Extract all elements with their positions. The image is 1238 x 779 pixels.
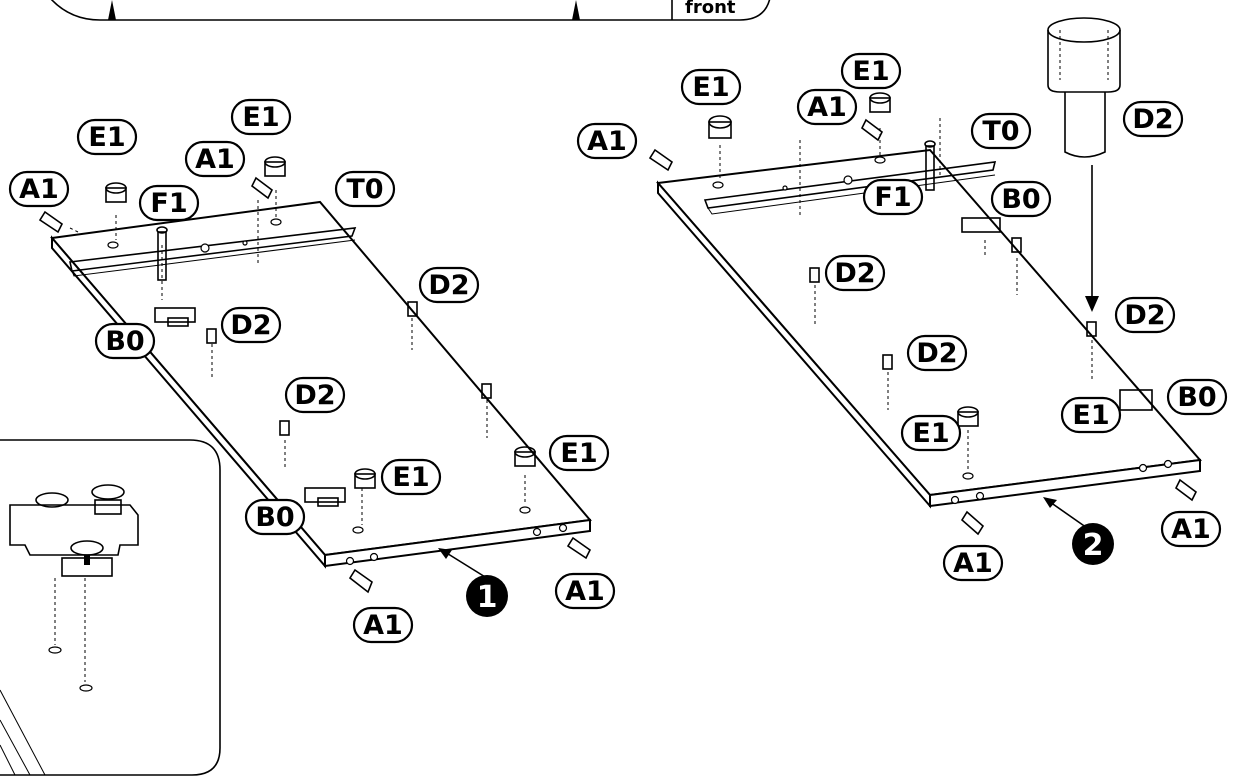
callout-label: E1 [392, 462, 429, 493]
callout-step1-labels-a1-bottom: A1 [352, 606, 414, 644]
step2-arrow [1043, 497, 1091, 531]
callout-label: A1 [807, 92, 847, 123]
callout-step1-labels-b0-bottom: B0 [244, 498, 306, 536]
front-label: front [685, 0, 736, 18]
callout-step2-labels-e1-center: E1 [900, 414, 962, 452]
callout-label: A1 [565, 576, 605, 607]
b0-clip-icon [154, 307, 346, 507]
callout-label: B0 [1177, 382, 1216, 413]
callout-label: B0 [105, 326, 144, 357]
callout-label: D2 [294, 380, 335, 411]
callout-label: A1 [1171, 514, 1211, 545]
t0-rail [69, 227, 357, 277]
callout-label: A1 [195, 144, 235, 175]
callout-label: E1 [242, 102, 279, 133]
cam-lock-detail-icon [9, 484, 139, 692]
callout-label: E1 [912, 418, 949, 449]
d2-dowel-icon-2 [809, 237, 1097, 370]
callout-step2-labels-t0: T0 [970, 112, 1032, 150]
callout-step2-labels-a1-right: A1 [1160, 510, 1222, 548]
callout-step1-labels-a1-top: A1 [8, 170, 70, 208]
callout-label: T0 [346, 174, 383, 205]
callout-step2-labels-e1-left: E1 [680, 68, 742, 106]
f1-screw-icon [156, 226, 168, 281]
callout-step2-labels-a1-bottom: A1 [942, 544, 1004, 582]
callout-label: E1 [692, 72, 729, 103]
callout-step2-labels-d2-mid: D2 [824, 254, 886, 292]
callout-step2-labels-b0-right: B0 [1166, 378, 1228, 416]
callout-step1-labels-d2-center: D2 [284, 376, 346, 414]
callout-step1-labels-f1: F1 [138, 184, 200, 222]
d2-large-dowel-icon [1047, 17, 1121, 158]
detail-inset [0, 439, 221, 776]
callout-step1-labels-a1-right: A1 [554, 572, 616, 610]
callout-step2-labels-d2-right: D2 [1114, 296, 1176, 334]
callout-step1-labels-e1-top: E1 [76, 118, 138, 156]
callout-label: D2 [834, 258, 875, 289]
callout-step1-labels-e1-mid: E1 [230, 98, 292, 136]
callout-step1-labels-a1-mid: A1 [184, 140, 246, 178]
callout-label: F1 [150, 188, 187, 219]
callout-label: A1 [953, 548, 993, 579]
callout-label: T0 [982, 116, 1019, 147]
callout-step1-labels-d2-left: D2 [220, 306, 282, 344]
callout-label: D2 [916, 338, 957, 369]
callout-step1-labels-b0-top: B0 [94, 322, 156, 360]
b0-clip-icon-2 [961, 217, 1153, 411]
callout-label: E1 [88, 122, 125, 153]
a1-bolt-icon-2 [648, 118, 1198, 536]
callout-step1-labels-e1-bottom: E1 [380, 458, 442, 496]
step1-arrow [438, 548, 491, 581]
callout-label: B0 [255, 502, 294, 533]
callout-step1-labels-t0: T0 [334, 170, 396, 208]
callout-label: B0 [1001, 184, 1040, 215]
svg-text:2: 2 [1083, 528, 1104, 563]
f1-screw-icon-2 [924, 140, 936, 191]
callout-step2-labels-a1-mid: A1 [796, 88, 858, 126]
a1-bolt-icon [38, 176, 592, 594]
callout-step2-labels-e1-right: E1 [1060, 396, 1122, 434]
callout-step2-labels-f1: F1 [862, 178, 924, 216]
callout-step2-labels-d2-center: D2 [906, 334, 968, 372]
callout-label: D2 [1124, 300, 1165, 331]
callout-step2-labels-e1-top: E1 [840, 52, 902, 90]
callout-label: E1 [852, 56, 889, 87]
callout-step1-labels-e1-right: E1 [548, 434, 610, 472]
d2-dowel-icon [206, 301, 492, 436]
callout-label: F1 [874, 182, 911, 213]
header-box: front [50, 0, 771, 21]
step1-marker: 1 [466, 575, 508, 617]
callout-label: D2 [230, 310, 271, 341]
svg-text:1: 1 [477, 580, 498, 615]
callout-label: D2 [1132, 104, 1173, 135]
e1-cam-icon [105, 156, 536, 489]
callout-step1-labels-d2-right: D2 [418, 266, 480, 304]
callout-step2-labels-a1-left: A1 [576, 122, 638, 160]
e1-cam-icon-2 [708, 92, 979, 427]
callout-label: A1 [363, 610, 403, 641]
callout-step2-labels-b0-top: B0 [990, 180, 1052, 218]
callout-label: E1 [560, 438, 597, 469]
step2-marker: 2 [1072, 523, 1114, 565]
callout-label: D2 [428, 270, 469, 301]
callout-step2-labels-d2-dowel: D2 [1122, 100, 1184, 138]
callout-label: E1 [1072, 400, 1109, 431]
callout-label: A1 [19, 174, 59, 205]
callout-label: A1 [587, 126, 627, 157]
